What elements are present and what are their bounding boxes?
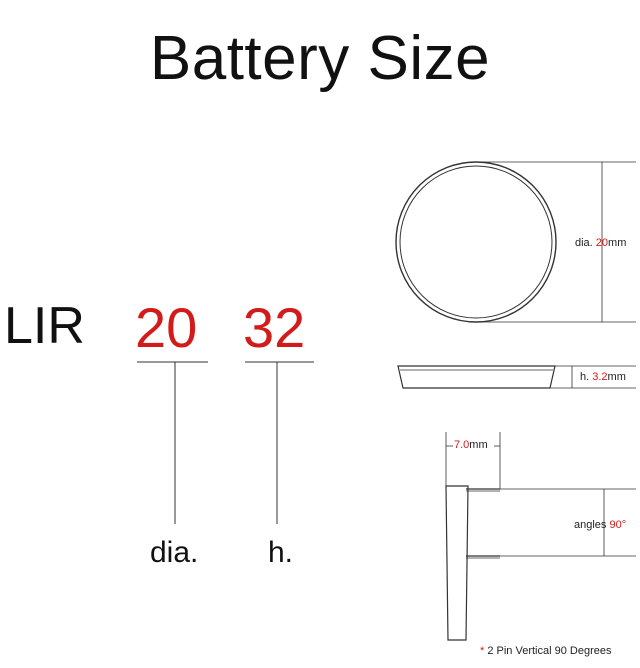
code-leaders (137, 361, 314, 524)
pin-view (445, 432, 636, 641)
height-value: 3.2 (592, 371, 608, 383)
angle-prefix: angles (574, 519, 610, 531)
pin-spacing-unit: mm (469, 439, 488, 451)
cell-edge-profile (445, 485, 469, 641)
diameter-dimension: dia. 20mm (575, 238, 626, 249)
cell-inner-ring (399, 165, 553, 319)
diameter-label: dia. (150, 536, 199, 569)
height-prefix: h. (580, 371, 593, 383)
height-unit: mm (607, 371, 626, 383)
height-label: h. (268, 536, 294, 569)
pin-spacing-dimension: 7.0mm (454, 440, 488, 451)
diameter-code: 20 (135, 296, 198, 359)
diameter-prefix: dia. (575, 237, 596, 249)
footnote-mark: * (480, 645, 485, 657)
height-code: 32 (243, 296, 306, 359)
cell-side-view (397, 365, 636, 389)
page-title: Battery Size (149, 24, 491, 93)
cell-outer-ring (395, 161, 557, 323)
angle-dimension: angles 90° (574, 520, 626, 531)
cell-top-view (395, 161, 636, 323)
angle-value: 90° (609, 519, 627, 531)
diameter-value: 20 (595, 237, 609, 249)
cell-side-profile (397, 365, 556, 389)
footnote-text: 2 Pin Vertical 90 Degrees (484, 645, 612, 657)
height-dimension: h. 3.2mm (580, 372, 626, 383)
pin-spacing-value: 7.0 (454, 439, 470, 451)
footnote: * 2 Pin Vertical 90 Degrees (480, 646, 611, 657)
diameter-unit: mm (608, 237, 627, 249)
model-prefix: LIR (4, 297, 85, 355)
